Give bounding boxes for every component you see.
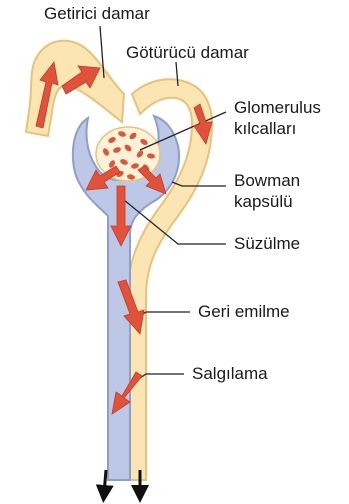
reabsorption-label: Geri emilme <box>198 302 290 322</box>
glomerulus-label-line1: Glomerulus <box>234 98 321 118</box>
afferent-arteriole-label: Getirici damar <box>44 4 150 24</box>
tubule-outflow-arrow <box>104 470 106 494</box>
bowman-capsule-label-line1: Bowman <box>234 171 300 191</box>
glomerulus-label-line2: kılcalları <box>234 119 296 139</box>
filtration-label: Süzülme <box>234 234 300 254</box>
efferent-arteriole-label: Götürücü damar <box>126 43 249 63</box>
bowman-capsule-label-line2: kapsülü <box>234 192 293 212</box>
secretion-label: Salgılama <box>192 364 268 384</box>
